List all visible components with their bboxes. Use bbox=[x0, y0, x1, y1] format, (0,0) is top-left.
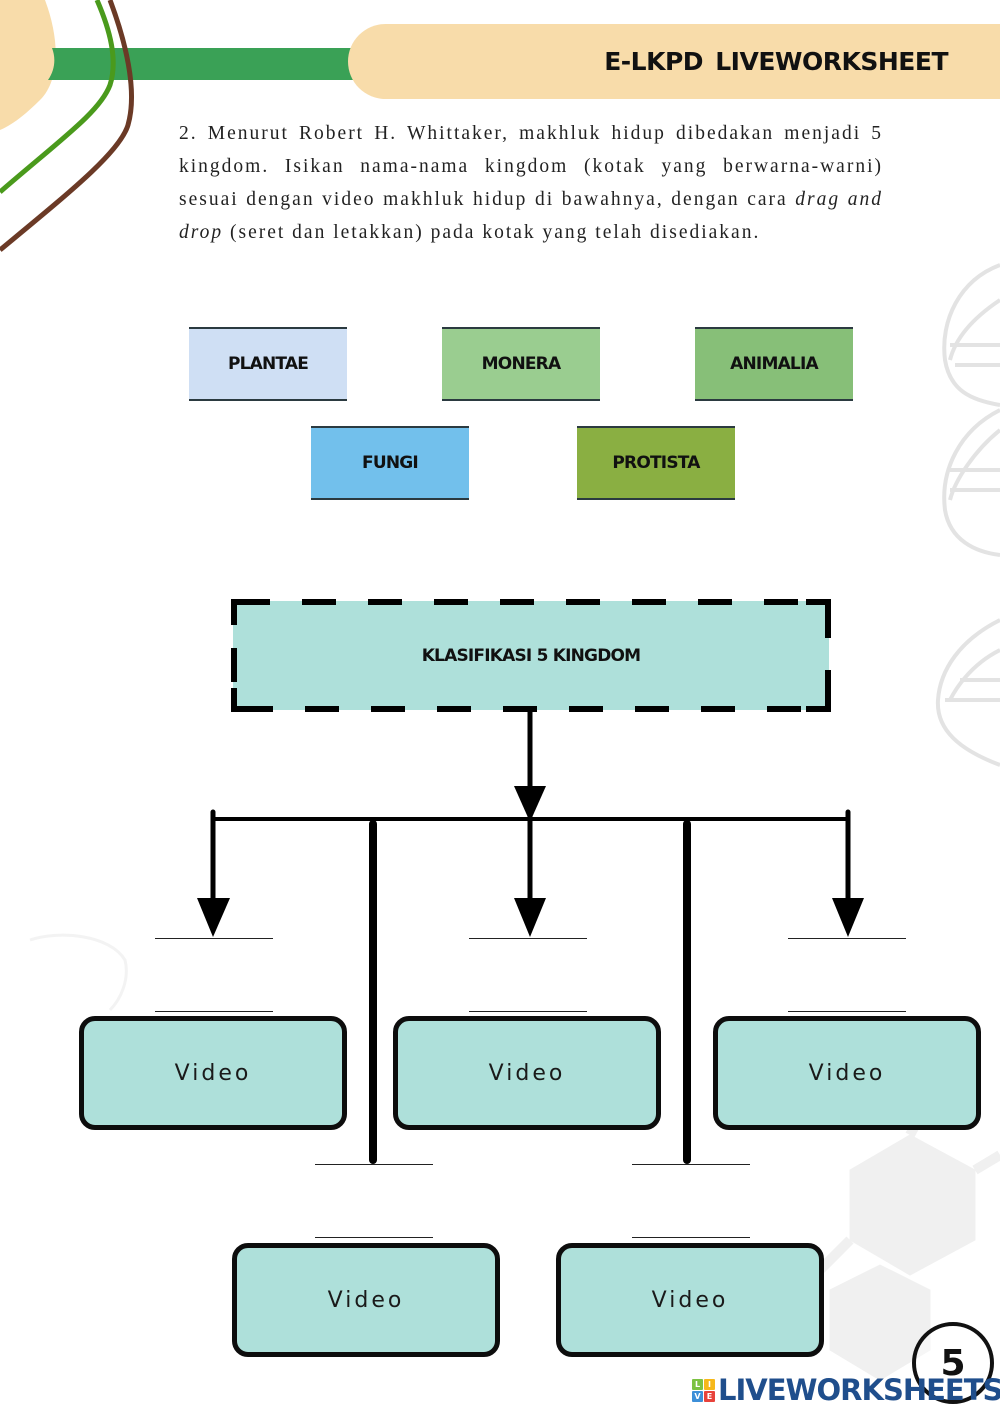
logo-square-v: V bbox=[692, 1390, 703, 1402]
video-box-1[interactable]: Video bbox=[79, 1016, 347, 1130]
logo-square-i: I bbox=[704, 1378, 715, 1390]
green-curve-decoration bbox=[0, 0, 116, 194]
page-number: 5 bbox=[940, 1342, 966, 1384]
kingdom-tile-fungi[interactable]: FUNGI bbox=[311, 426, 469, 500]
middle-branch-arrow-head bbox=[514, 898, 546, 937]
logo-square-e: E bbox=[704, 1390, 715, 1402]
right-branch-arrow-head bbox=[832, 898, 864, 937]
diagram-title-box: KLASIFIKASI 5 KINGDOM bbox=[233, 601, 829, 710]
main-arrow-head bbox=[514, 786, 546, 822]
header-title: E-LKPD LIVEWORKSHEET bbox=[604, 47, 948, 76]
video-label: Video bbox=[327, 1287, 405, 1313]
instructions-text: 2. Menurut Robert H. Whittaker, makhluk … bbox=[179, 117, 883, 249]
logo-squares-icon: L I V E bbox=[692, 1378, 715, 1402]
video-box-5[interactable]: Video bbox=[556, 1243, 824, 1357]
left-branch-arrow-head bbox=[197, 898, 230, 937]
video-box-3[interactable]: Video bbox=[713, 1016, 981, 1130]
instructions-part-2: (seret dan letakkan) pada kotak yang tel… bbox=[223, 222, 761, 243]
logo-square-l: L bbox=[692, 1378, 703, 1390]
video-label: Video bbox=[651, 1287, 729, 1313]
drop-zone-3[interactable] bbox=[788, 938, 906, 1012]
drop-zone-4[interactable] bbox=[315, 1164, 433, 1238]
liveworksheets-logo[interactable]: L I V E LIVEWORKSHEETS bbox=[692, 1373, 1000, 1407]
faint-left-decoration bbox=[29, 933, 128, 1012]
green-band-decoration bbox=[48, 48, 360, 80]
kingdom-tile-protista[interactable]: PROTISTA bbox=[577, 426, 735, 500]
video-label: Video bbox=[174, 1060, 252, 1086]
dna-helix-decoration bbox=[935, 263, 1000, 767]
video-box-4[interactable]: Video bbox=[232, 1243, 500, 1357]
instructions-part-1: 2. Menurut Robert H. Whittaker, makhluk … bbox=[179, 123, 883, 210]
header-bar: E-LKPD LIVEWORKSHEET bbox=[348, 24, 1000, 99]
drop-zone-2[interactable] bbox=[469, 938, 587, 1012]
instructions-italic: drag and drop bbox=[179, 189, 883, 243]
diagram-title: KLASIFIKASI 5 KINGDOM bbox=[421, 645, 641, 666]
video-label: Video bbox=[808, 1060, 886, 1086]
video-label: Video bbox=[488, 1060, 566, 1086]
kingdom-tile-animalia[interactable]: ANIMALIA bbox=[695, 327, 853, 401]
kingdom-tile-monera[interactable]: MONERA bbox=[442, 327, 600, 401]
video-box-2[interactable]: Video bbox=[393, 1016, 661, 1130]
page-number-badge: 5 bbox=[912, 1322, 994, 1404]
logo-text: LIVEWORKSHEETS bbox=[718, 1373, 1000, 1407]
kingdom-tile-plantae[interactable]: PLANTAE bbox=[189, 327, 347, 401]
peach-blob-decoration bbox=[0, 0, 56, 130]
drop-zone-5[interactable] bbox=[632, 1164, 750, 1238]
drop-zone-1[interactable] bbox=[155, 938, 273, 1012]
brown-curve-decoration bbox=[0, 0, 135, 252]
